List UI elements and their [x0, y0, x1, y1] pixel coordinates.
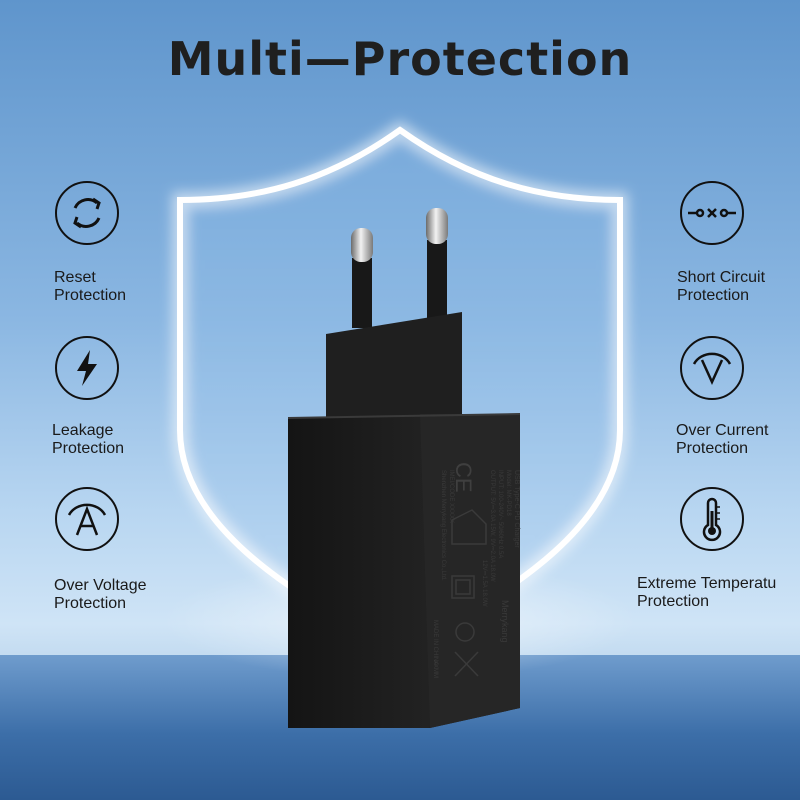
feature-over-current-line2: Protection — [676, 440, 749, 457]
label-line-1: USB Type-C PD Charger — [513, 470, 520, 548]
thermometer-icon — [680, 487, 744, 551]
plug-pin-left — [351, 228, 373, 328]
feature-short-circuit-line2: Protection — [677, 287, 750, 304]
feature-extreme-temp-line2: Protection — [637, 593, 710, 610]
feature-short-circuit-line1: Short Circuit — [677, 269, 766, 286]
label-line-3: INPUT: 100-240V~ 50/60Hz 0.5A — [497, 470, 503, 559]
feature-over-current-line1: Over Current — [676, 422, 769, 439]
feature-reset-line2: Protection — [54, 287, 127, 304]
label-line-2: Model: MK-PD18 — [505, 470, 511, 516]
label-line-6: Shenzhen Merrykang Electronics Co.,Ltd. — [440, 470, 446, 581]
feature-over-voltage-line1: Over Voltage — [54, 577, 147, 594]
feature-leakage-line2: Protection — [52, 440, 125, 457]
label-line-8: IMEI/CODE XXXXX — [448, 470, 454, 524]
voltage-gauge-icon — [55, 487, 119, 551]
label-line-4: OUTPUT: 5V⎓3.0A 15W, 9V⎓2.0A 18.0W — [489, 470, 495, 582]
page-title: Multi—Protection — [167, 32, 633, 86]
feature-reset-line1: Reset — [54, 269, 96, 286]
circuit-switch-icon — [680, 181, 744, 245]
feature-leakage-line1: Leakage — [52, 422, 114, 439]
certification-marks — [451, 509, 487, 677]
current-meter-icon — [680, 336, 744, 400]
brand-label: Merrykang — [500, 600, 510, 643]
feature-extreme-temp-line1: Extreme Temperatu — [637, 575, 777, 592]
reset-cycle-icon — [55, 181, 119, 245]
lightning-icon — [55, 336, 119, 400]
plug-pin-right — [426, 208, 448, 318]
label-line-9: XXMM — [432, 660, 438, 678]
label-line-7: MADE IN CHINA — [432, 620, 438, 666]
feature-over-voltage-line2: Protection — [54, 595, 127, 612]
label-line-5: 12V⎓1.5A 18.0W — [481, 560, 487, 607]
